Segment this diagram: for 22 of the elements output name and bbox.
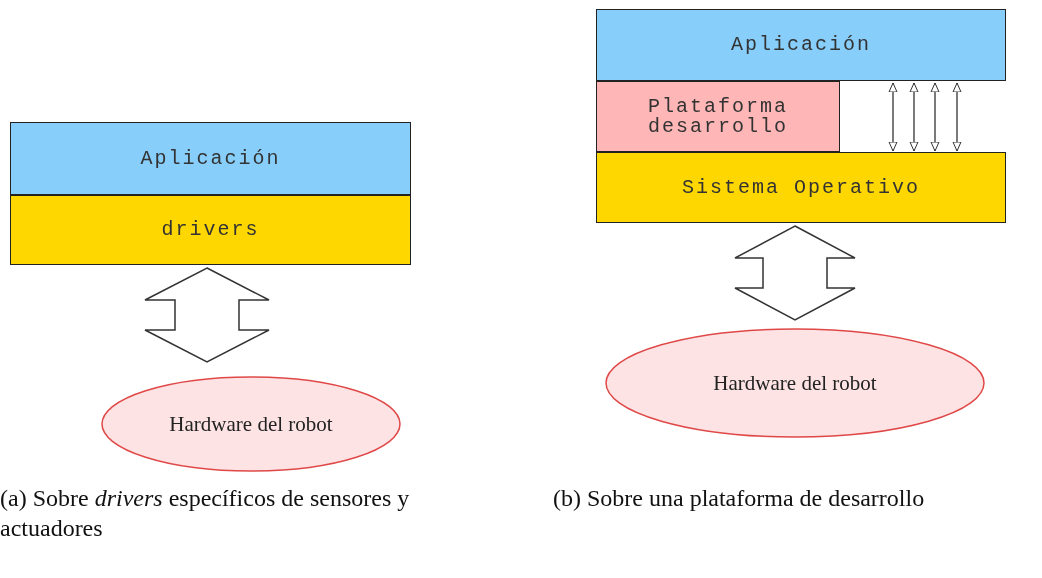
double-block-arrow	[734, 225, 856, 321]
double-block-arrow	[144, 267, 270, 363]
figure-caption: (b) Sobre una plataforma de desarrollo	[553, 484, 926, 513]
hardware-ellipse	[605, 328, 985, 438]
layer-box	[596, 81, 840, 152]
layer-box	[596, 9, 1006, 81]
double-arrow	[888, 82, 898, 152]
layer-label: Aplicación	[140, 148, 281, 169]
layer-label: Sistema Operativo	[681, 177, 920, 198]
layer-box	[10, 195, 411, 265]
layer-label: Plataforma desarrollo	[647, 96, 789, 137]
layer-label: Aplicación	[731, 35, 871, 55]
node-label: Hardware del robot	[169, 411, 333, 437]
hardware-ellipse	[101, 376, 401, 472]
layer-box	[10, 122, 411, 195]
double-arrow	[930, 82, 940, 152]
double-arrow	[952, 82, 962, 152]
double-arrow	[909, 82, 919, 152]
node-label: Hardware del robot	[713, 370, 877, 396]
figure-caption: (a) Sobre drivers específicos de sensores y actuadores	[0, 484, 411, 543]
layer-label: drivers	[161, 220, 260, 240]
layer-box	[596, 152, 1006, 223]
